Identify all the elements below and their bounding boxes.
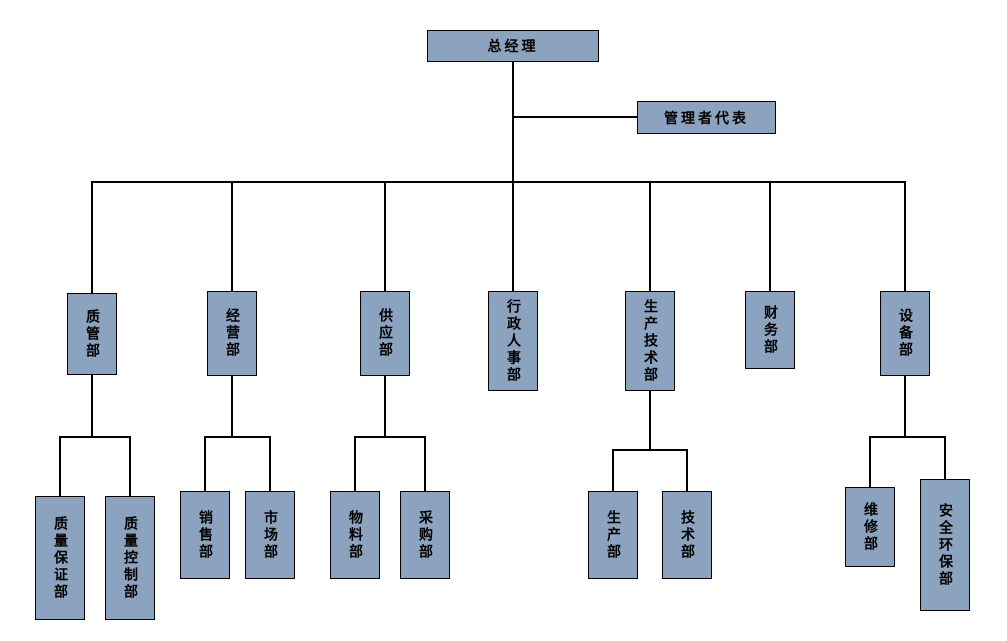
node-label: 销售部	[197, 509, 213, 561]
connector-drop-quality	[91, 182, 93, 293]
connector-rep-branch	[513, 116, 637, 118]
connector-drop-maintenance	[869, 437, 871, 487]
node-sub-purchase: 采购部	[400, 491, 450, 579]
node-sub-quality-assurance: 质量保证部	[35, 496, 85, 620]
node-dept-equipment: 设备部	[880, 291, 930, 376]
connector-main-bus	[91, 181, 906, 183]
node-sub-maintenance: 维修部	[845, 487, 895, 567]
node-label: 质量保证部	[52, 515, 68, 601]
node-label: 经营部	[224, 308, 240, 359]
connector-ceo-trunk	[512, 62, 514, 183]
connector-drop-safety	[944, 437, 946, 479]
node-label: 物料部	[347, 509, 363, 561]
node-sub-material: 物料部	[330, 491, 380, 579]
node-sub-safety-env: 安全环保部	[920, 479, 970, 611]
connector-split-equipment	[869, 436, 946, 438]
connector-drop-equipment	[904, 182, 906, 291]
connector-drop-prod-tech	[649, 182, 651, 291]
node-general-manager: 总经理	[427, 30, 599, 62]
node-management-representative: 管理者代表	[637, 101, 776, 134]
connector-split-prod-tech	[612, 449, 688, 451]
node-label: 维修部	[862, 501, 878, 553]
connector-drop-qc	[129, 437, 131, 496]
node-label: 安全环保部	[937, 502, 953, 588]
node-sub-sales: 销售部	[180, 491, 230, 579]
node-sub-production: 生产部	[588, 491, 638, 579]
node-label: 市场部	[262, 509, 278, 561]
connector-drop-sales	[204, 437, 206, 491]
node-dept-finance: 财务部	[745, 291, 795, 369]
connector-split-business	[204, 436, 271, 438]
node-label: 财务部	[762, 304, 778, 356]
node-label: 质管部	[84, 308, 100, 360]
node-label: 生产技术部	[642, 298, 658, 384]
node-dept-business: 经营部	[207, 291, 257, 376]
connector-drop-production	[612, 450, 614, 491]
node-label: 采购部	[417, 509, 433, 561]
node-sub-tech: 技术部	[662, 491, 712, 579]
connector-drop-market	[269, 437, 271, 491]
node-label: 供应部	[377, 308, 393, 359]
node-label: 行政人事部	[505, 298, 521, 384]
connector-drop-admin-hr	[512, 182, 514, 291]
connector-split-supply	[354, 436, 426, 438]
connector-drop-material	[354, 437, 356, 491]
connector-stem-prod-tech	[649, 391, 651, 450]
node-label: 技术部	[679, 509, 695, 561]
connector-stem-supply	[384, 376, 386, 437]
node-label: 设备部	[897, 308, 913, 359]
connector-stem-equipment	[904, 376, 906, 437]
node-dept-quality: 质管部	[67, 293, 117, 375]
node-dept-admin-hr: 行政人事部	[488, 291, 538, 391]
node-sub-market: 市场部	[245, 491, 295, 579]
node-dept-prod-tech: 生产技术部	[625, 291, 675, 391]
connector-drop-finance	[769, 182, 771, 291]
node-label: 质量控制部	[122, 515, 138, 601]
node-sub-quality-control: 质量控制部	[105, 496, 155, 620]
connector-drop-tech	[686, 450, 688, 491]
connector-drop-purchase	[424, 437, 426, 491]
connector-stem-quality	[91, 375, 93, 437]
connector-drop-supply	[384, 182, 386, 291]
node-label: 管理者代表	[664, 110, 749, 127]
connector-drop-business	[231, 182, 233, 291]
connector-drop-qa	[59, 437, 61, 496]
node-label: 生产部	[605, 509, 621, 561]
connector-stem-business	[231, 376, 233, 437]
node-dept-supply: 供应部	[360, 291, 410, 376]
node-label: 总经理	[487, 39, 539, 55]
connector-split-quality	[59, 436, 131, 438]
